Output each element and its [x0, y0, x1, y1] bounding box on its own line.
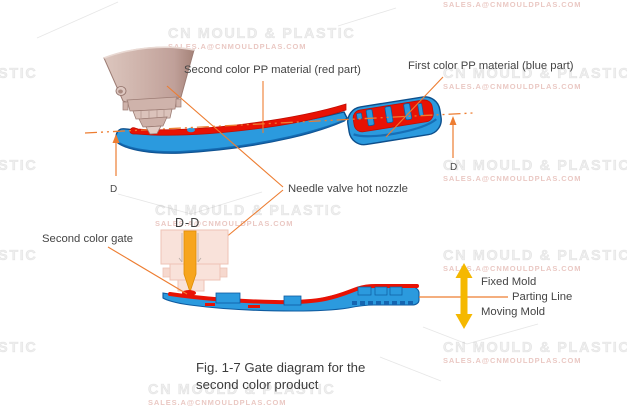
- blue-spot: [187, 127, 195, 133]
- section-bristle-block: [389, 286, 403, 296]
- section-bristle-block: [374, 286, 388, 296]
- nozzle-tip: [145, 125, 162, 135]
- leader-gate: [107, 246, 188, 295]
- toothbrush-section-strip: [162, 284, 420, 312]
- section-bristle-block: [357, 286, 372, 296]
- mold-arrow: [455, 263, 473, 329]
- section-blue-block: [283, 295, 302, 306]
- d-arrow-right: [449, 116, 457, 158]
- caption-line-2: second color product: [196, 376, 319, 392]
- arrowhead-icon: [455, 263, 473, 278]
- head-bottom-shade: [353, 118, 437, 138]
- section-bore-lines: [178, 233, 202, 263]
- d-arrow-left: [112, 134, 120, 176]
- nozzle-body: [103, 46, 195, 105]
- leader-first-color: [385, 76, 444, 138]
- caption-line-1: Fig. 1-7 Gate diagram for the: [196, 360, 366, 375]
- arrowhead-icon: [455, 314, 473, 329]
- section-bristle-teeth: [352, 301, 413, 305]
- hot-nozzle-3d: [103, 46, 195, 135]
- mold-arrow-shaft: [460, 277, 468, 315]
- label-second-color-material: Second color PP material (red part): [184, 64, 361, 76]
- label-second-color-gate: Second color gate: [42, 233, 134, 245]
- arrowhead-icon: [449, 116, 457, 125]
- section-nozzle-tab: [162, 267, 171, 278]
- bristle-slot: [384, 106, 394, 124]
- leader-needle-to-nozzle: [166, 85, 284, 188]
- section-blue-block: [215, 292, 241, 304]
- nozzle-collar: [138, 116, 168, 128]
- label-first-color-material: First color PP material (blue part): [408, 60, 574, 72]
- nozzle-hole-inner: [118, 89, 123, 94]
- handle-bottom-shade: [118, 119, 346, 154]
- gate-point: [182, 290, 196, 296]
- section-title-dd: D-D: [175, 216, 201, 230]
- label-parting-line: Parting Line: [512, 291, 573, 303]
- label-fixed-mold: Fixed Mold: [481, 276, 537, 288]
- section-nozzle-tab: [219, 267, 228, 278]
- nozzle-flange-tab: [175, 98, 182, 108]
- valve-needle: [183, 230, 197, 294]
- nozzle-flange-tab: [122, 101, 129, 111]
- datum-label-left: D: [110, 184, 118, 195]
- section-red-dash: [248, 305, 260, 308]
- nozzle-ring: [132, 108, 173, 120]
- label-needle-valve: Needle valve hot nozzle: [288, 183, 408, 195]
- arrowhead-icon: [112, 134, 120, 143]
- toothbrush-side-view: [115, 96, 442, 154]
- nozzle-ring-ribs: [140, 110, 165, 118]
- nozzle-top-rim: [103, 46, 195, 59]
- brush-head: [347, 96, 442, 146]
- watermark-chevron-lines: [36, 1, 539, 382]
- nozzle-flange: [126, 96, 178, 112]
- section-red-dash: [205, 303, 215, 306]
- datum-label-right: D: [450, 162, 458, 173]
- figure-caption: Fig. 1-7 Gate diagram for the second col…: [196, 360, 365, 393]
- section-nozzle: [160, 229, 229, 294]
- label-moving-mold: Moving Mold: [481, 306, 546, 318]
